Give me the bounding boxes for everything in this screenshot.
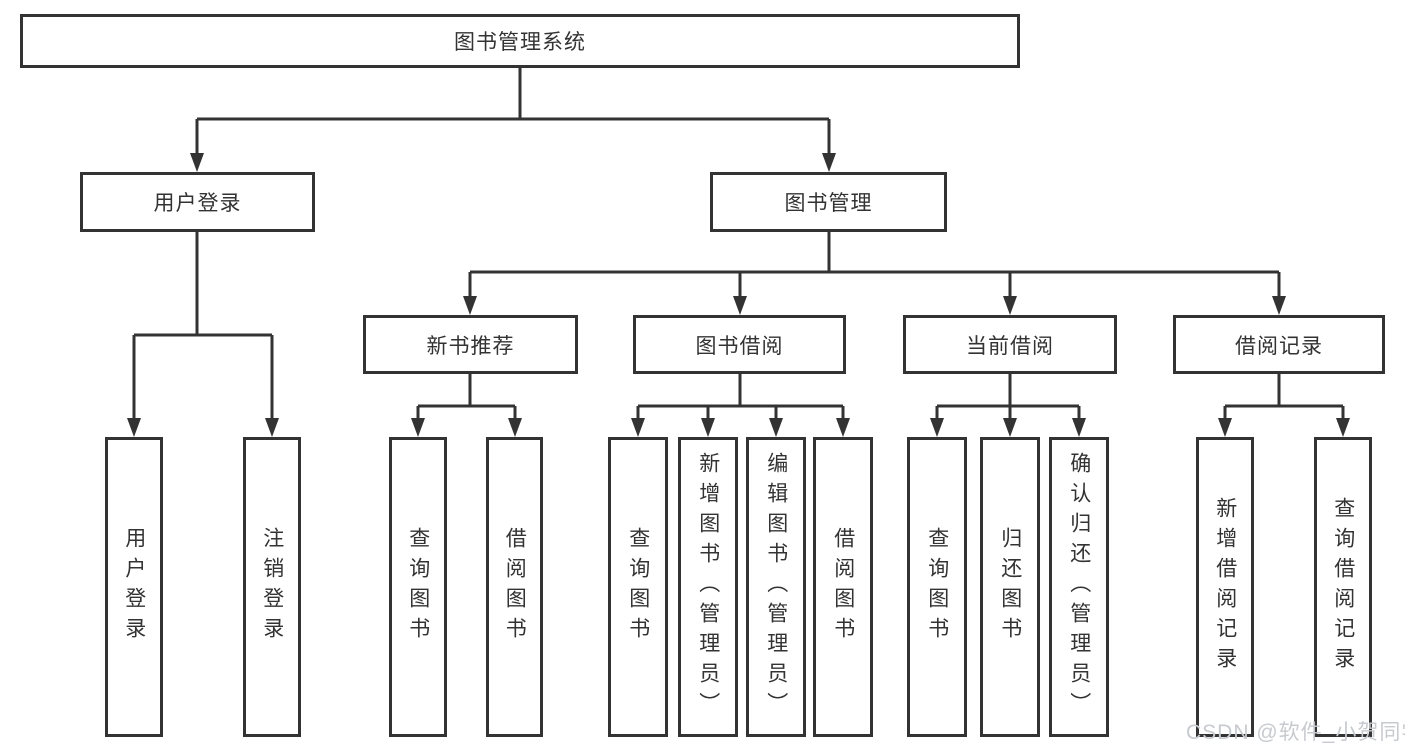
arrow-icon [631, 418, 645, 437]
leaf-logout: 注销登录 [243, 437, 301, 737]
leaf-query-books-current: 查询图书 [907, 437, 967, 737]
leaf-label: 新增借阅记录 [1213, 497, 1237, 677]
arrow-icon [190, 153, 204, 172]
connector-book-management-fork [468, 232, 1281, 299]
arrow-icon [1272, 296, 1286, 315]
arrow-icon [930, 418, 944, 437]
arrow-icon [508, 418, 522, 437]
node-new-book-recommend: 新书推荐 [363, 315, 578, 374]
leaf-label: 查询借阅记录 [1331, 497, 1355, 677]
leaf-label: 新增图书（管理员） [696, 452, 720, 722]
leaf-user-login: 用户登录 [105, 437, 163, 737]
arrow-icon [822, 153, 836, 172]
leaf-return-books: 归还图书 [980, 437, 1040, 737]
leaf-query-books-recommend: 查询图书 [389, 437, 447, 737]
arrow-icon [1003, 296, 1017, 315]
node-current-borrow: 当前借阅 [903, 315, 1117, 374]
leaf-label: 查询图书 [406, 527, 430, 647]
leaf-query-borrow-record: 查询借阅记录 [1314, 437, 1372, 737]
connector-root-fork [195, 68, 831, 156]
leaf-add-book-admin: 新增图书（管理员） [678, 437, 738, 737]
connector-new-book-fork [416, 374, 517, 422]
arrow-icon [463, 296, 477, 315]
leaf-borrow-books-borrow: 借阅图书 [813, 437, 873, 737]
connector-user-login-fork [132, 232, 274, 421]
leaf-label: 借阅图书 [503, 527, 527, 647]
leaf-query-books-borrow: 查询图书 [608, 437, 668, 737]
arrow-icon [733, 296, 747, 315]
leaf-label: 查询图书 [626, 527, 650, 647]
leaf-label: 编辑图书（管理员） [764, 452, 788, 722]
arrow-icon [769, 418, 783, 437]
leaf-add-borrow-record: 新增借阅记录 [1196, 437, 1254, 737]
leaf-label: 归还图书 [998, 527, 1022, 647]
leaf-edit-book-admin: 编辑图书（管理员） [746, 437, 806, 737]
arrow-icon [1072, 418, 1086, 437]
csdn-watermark: CSDN @软件_小贺同学 [1186, 721, 1405, 744]
connector-current-borrow-fork [935, 374, 1081, 422]
node-user-login: 用户登录 [80, 172, 315, 232]
arrow-icon [701, 418, 715, 437]
leaf-label: 注销登录 [260, 527, 284, 647]
leaf-label: 确认归还（管理员） [1067, 452, 1091, 722]
leaf-borrow-books-recommend: 借阅图书 [486, 437, 543, 737]
arrow-icon [1218, 418, 1232, 437]
connector-borrow-records-fork [1223, 374, 1345, 422]
leaf-label: 查询图书 [925, 527, 949, 647]
leaf-label: 借阅图书 [831, 527, 855, 647]
node-root: 图书管理系统 [20, 14, 1020, 68]
node-borrow-records: 借阅记录 [1173, 315, 1385, 374]
arrow-icon [265, 418, 279, 437]
connector-book-borrow-fork [636, 374, 845, 422]
arrow-icon [127, 418, 141, 437]
node-book-borrow: 图书借阅 [633, 315, 846, 374]
arrow-icon [836, 418, 850, 437]
leaf-confirm-return-admin: 确认归还（管理员） [1049, 437, 1109, 737]
leaf-label: 用户登录 [122, 527, 146, 647]
node-book-management: 图书管理 [710, 172, 947, 232]
arrow-icon [1336, 418, 1350, 437]
arrow-icon [411, 418, 425, 437]
arrow-icon [1003, 418, 1017, 437]
arrowheads [127, 153, 1350, 437]
